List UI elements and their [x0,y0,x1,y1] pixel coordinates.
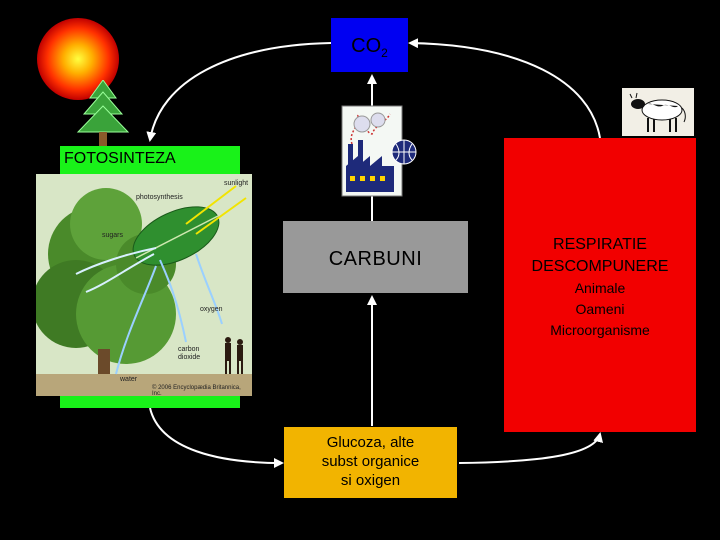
photo-label-dioxide: dioxide [178,354,200,361]
photo-label-water: water [120,376,137,383]
arrow-co2-to-fotosinteza [150,43,331,140]
cow-icon [622,88,694,136]
factory-icon [338,104,418,200]
respiratie-title: RESPIRATIE [504,234,696,256]
glucoza-line-3: si oxigen [284,471,457,490]
photo-label-photosynthesis: photosynthesis [136,194,183,201]
tree-icon [72,80,134,148]
glucoza-line-1: Glucoza, alte [284,433,457,452]
respiratie-item-microorganisme: Microorganisme [504,320,696,341]
photo-label-oxygen: oxygen [200,306,223,313]
carbuni-box: CARBUNI [283,221,468,293]
arrow-fotosinteza-to-glucoza [150,408,282,463]
co2-box: CO2 [331,18,408,72]
respiratie-item-animale: Animale [504,278,696,299]
carbuni-label: CARBUNI [329,248,423,270]
arrow-glucoza-to-respiratie [459,434,600,463]
respiratie-item-oameni: Oameni [504,299,696,320]
photosynthesis-photo: sunlight photosynthesis sugars oxygen ca… [36,174,252,396]
respiratie-box: RESPIRATIE DESCOMPUNERE Animale Oameni M… [504,138,696,432]
photo-label-sugars: sugars [102,232,123,239]
fotosinteza-label: FOTOSINTEZA [60,146,240,172]
co2-subscript: 2 [381,46,388,60]
photo-copyright: © 2006 Encyclopædia Britannica, Inc. [152,385,252,396]
photo-label-sunlight: sunlight [224,180,248,187]
glucoza-box: Glucoza, alte subst organice si oxigen [284,427,457,498]
glucoza-line-2: subst organice [284,452,457,471]
co2-label: CO [351,35,381,57]
descompunere-title: DESCOMPUNERE [504,256,696,278]
arrow-respiratie-to-co2 [410,43,600,138]
photo-label-carbon: carbon [178,346,199,353]
tree-illustration [36,174,252,396]
